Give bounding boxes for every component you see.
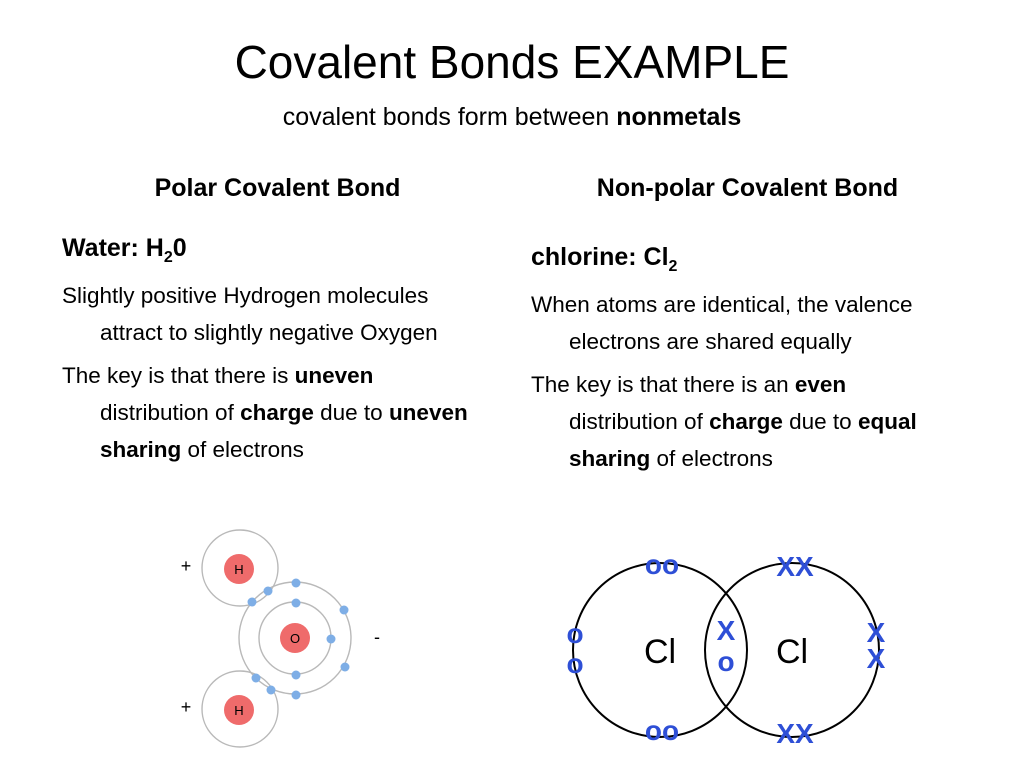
right-example-sub: 2 [668, 258, 678, 275]
hydrogen-top-nucleus [224, 554, 254, 584]
left-example: Water: H20 [62, 232, 187, 274]
electron-pair-x-bottom: XX [776, 718, 814, 749]
plus-sign-bottom: + [181, 697, 192, 717]
right-para-2-b2: charge [709, 409, 783, 434]
electron-x-right-2: X [867, 643, 886, 674]
right-para-2-t4: of electrons [650, 446, 773, 471]
right-para-2-t2: distribution of [569, 409, 710, 434]
electron [291, 578, 301, 588]
electron-o-left-1: o [566, 618, 583, 649]
left-para-2-t4: of electrons [181, 437, 304, 462]
electron [291, 598, 301, 608]
left-para-2-t2: distribution of [100, 400, 241, 425]
electron [247, 597, 257, 607]
minus-sign: - [374, 627, 380, 647]
slide-subtitle: covalent bonds form between nonmetals [0, 101, 1024, 133]
left-para-2-b1: uneven [294, 363, 374, 388]
left-body: Slightly positive Hydrogen molecules att… [62, 277, 482, 468]
chlorine-right-shell [704, 562, 880, 738]
oxygen-label: O [290, 631, 300, 646]
left-example-suffix: 0 [172, 234, 187, 262]
slide-title: Covalent Bonds EXAMPLE [234, 36, 790, 88]
plus-sign-top: + [181, 556, 192, 576]
electron [339, 605, 349, 615]
hydrogen-top-label: H [234, 562, 243, 577]
shared-electron-o: o [717, 646, 734, 677]
electron [291, 670, 301, 680]
right-para-2-t1: The key is that there is an [531, 372, 795, 397]
electron [266, 685, 276, 695]
right-example-label: chlorine: Cl [531, 243, 669, 271]
right-column-heading: Non-polar Covalent Bond [596, 174, 899, 202]
right-para-2: The key is that there is an even distrib… [531, 366, 961, 477]
chlorine-left-label: Cl [644, 633, 676, 671]
electron-pair-x-top: XX [776, 551, 814, 582]
right-body: When atoms are identical, the valence el… [531, 286, 961, 477]
right-example: chlorine: Cl2 [531, 241, 677, 283]
subtitle-bold: nonmetals [616, 103, 742, 131]
electron-o-left-2: o [566, 648, 583, 679]
electron-x-right-1: X [867, 617, 886, 648]
left-para-1: Slightly positive Hydrogen molecules att… [62, 283, 438, 345]
subtitle-text: covalent bonds form between [282, 103, 617, 131]
electron [340, 662, 350, 672]
left-example-label: Water: H [62, 234, 164, 262]
left-para-2-t3: due to [313, 400, 389, 425]
electron [326, 634, 336, 644]
chlorine-left-shell [572, 562, 748, 738]
oxygen-nucleus [280, 623, 310, 653]
chlorine-electrons: oo oo o o X o XX XX X X [566, 549, 885, 749]
left-column-heading: Polar Covalent Bond [154, 174, 401, 202]
left-para-2-b3: uneven sharing [100, 400, 468, 462]
water-molecule-diagram: H H O + + - [181, 529, 380, 748]
left-para-2-b2: charge [240, 400, 314, 425]
left-para-2-t1: The key is that there is [62, 363, 295, 388]
water-electrons [247, 578, 350, 700]
right-para-2-t3: due to [782, 409, 858, 434]
left-example-sub: 2 [163, 249, 173, 266]
hydrogen-bottom-nucleus [224, 695, 254, 725]
hydrogen-top-orbit [201, 529, 279, 607]
electron [291, 690, 301, 700]
right-para-1: When atoms are identical, the valence el… [531, 292, 913, 354]
right-para-2-b1: even [794, 372, 847, 397]
hydrogen-bottom-label: H [234, 703, 243, 718]
left-para-2: The key is that there is uneven distribu… [62, 357, 482, 468]
right-para-2-b3: equal sharing [569, 409, 917, 471]
electron [263, 586, 273, 596]
shared-electron-x: X [717, 615, 736, 646]
electron-pair-o-bottom: oo [645, 715, 679, 746]
hydrogen-bottom-orbit [201, 670, 279, 748]
chlorine-molecule-diagram: Cl Cl oo oo o o X o XX XX X X [566, 549, 885, 749]
electron [251, 673, 261, 683]
chlorine-right-label: Cl [776, 633, 808, 671]
electron-pair-o-top: oo [645, 549, 679, 580]
